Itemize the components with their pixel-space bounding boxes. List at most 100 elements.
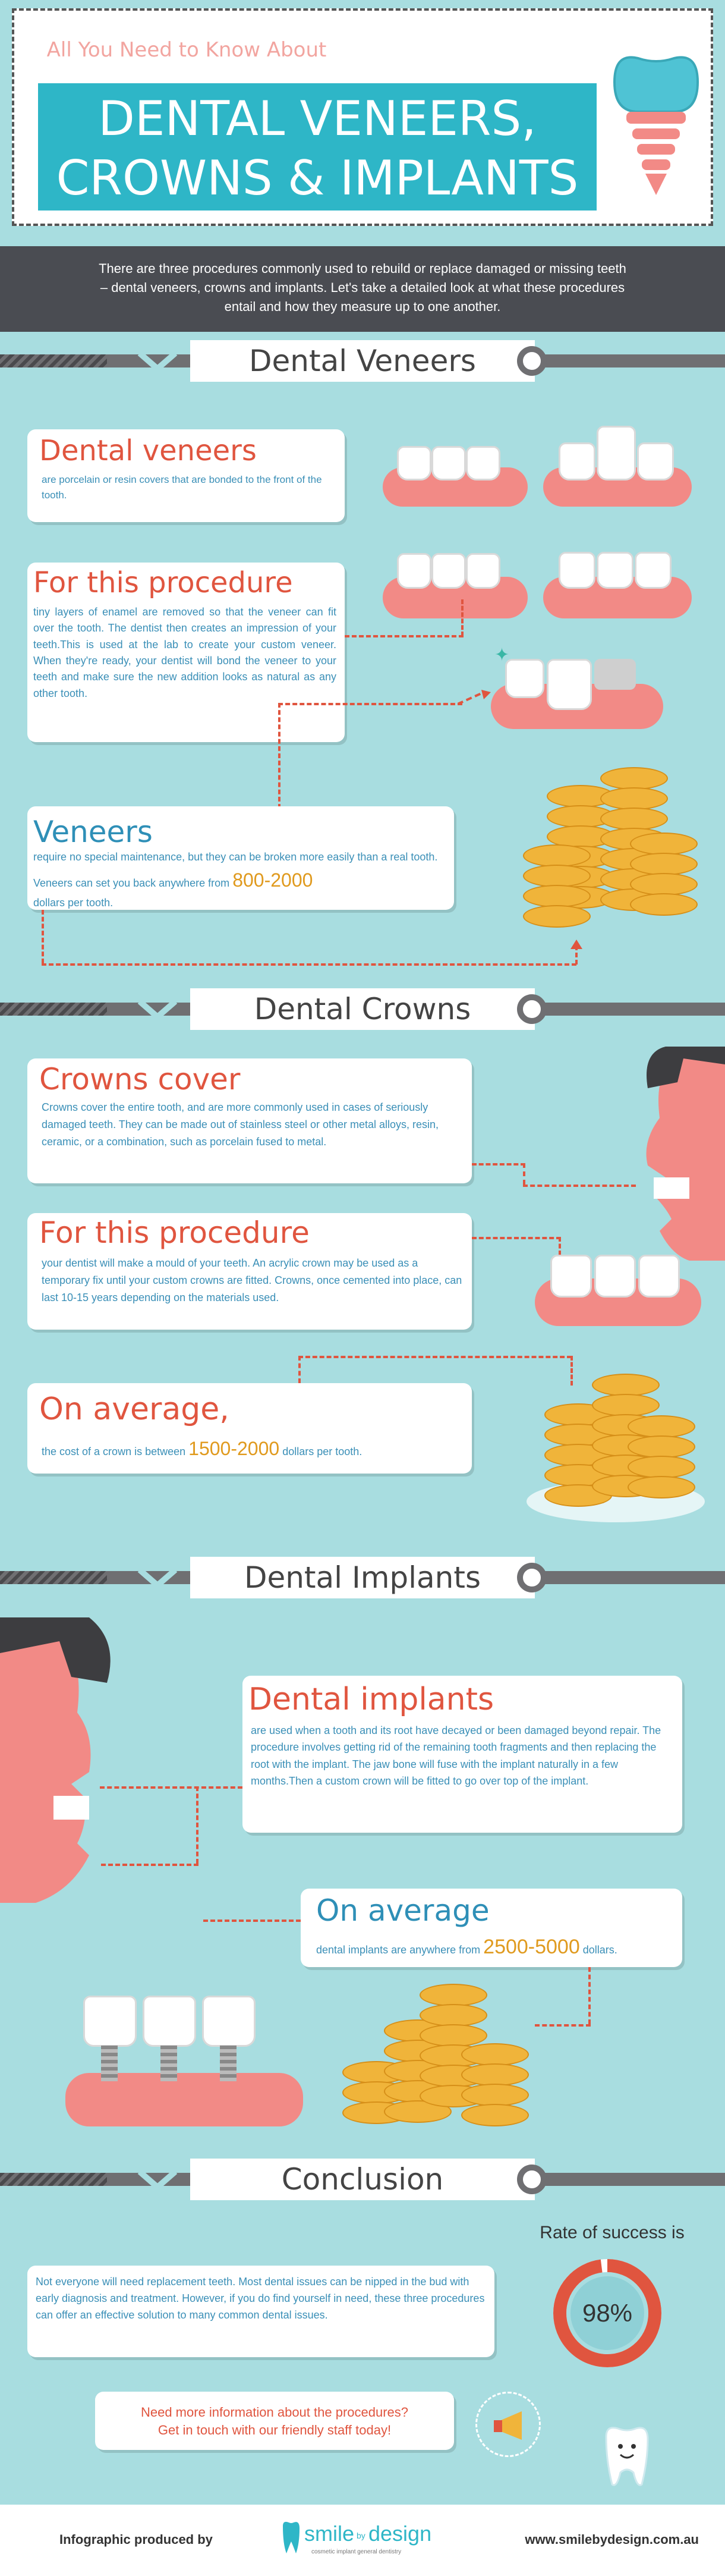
toggle-knob-icon: [517, 346, 547, 376]
veneer-tooth-illustration: [547, 659, 592, 710]
veneers-procedure-card: For this procedure tiny layers of enamel…: [27, 563, 345, 742]
veneers-definition-card: Dental veneers are porcelain or resin co…: [27, 429, 345, 522]
cta-card[interactable]: Need more information about the procedur…: [95, 2392, 454, 2450]
success-rate-value: 98%: [582, 2299, 632, 2327]
card-body: your dentist will make a mould of your t…: [42, 1257, 462, 1303]
crowns-cost-card: On average, the cost of a crown is betwe…: [27, 1383, 472, 1474]
section-banner-crowns: Dental Crowns: [0, 988, 725, 1030]
implant-icon: [613, 56, 699, 195]
megaphone-icon: [475, 2392, 541, 2457]
veneers-cost-card: Veneers require no special maintenance, …: [27, 806, 454, 910]
header-box: All You Need to Know About DENTAL VENEER…: [12, 8, 713, 226]
section-title: Dental Crowns: [190, 988, 535, 1030]
section-title: Dental Implants: [190, 1557, 535, 1598]
card-body-text: dollars per tooth.: [33, 897, 114, 909]
toggle-knob-icon: [517, 2165, 547, 2194]
crowns-definition-card: Crowns cover Crowns cover the entire too…: [27, 1058, 472, 1183]
card-title: For this procedure: [33, 566, 293, 599]
cta-line2: Get in touch with our friendly staff tod…: [157, 2423, 392, 2437]
price-range: 2500-5000: [483, 1936, 580, 1958]
chevron-down-icon: [137, 999, 178, 1019]
chevron-down-icon: [137, 1567, 178, 1588]
veneer-cover-illustration: [594, 659, 636, 690]
coin-stack-illustration: [523, 767, 701, 934]
card-body: are used when a tooth and its root have …: [251, 1724, 661, 1788]
sparkle-icon: ✦: [494, 645, 510, 665]
website-link[interactable]: www.smilebydesign.com.au: [525, 2532, 699, 2547]
header-title-line1: DENTAL VENEERS,: [98, 91, 537, 146]
price-range: 800-2000: [232, 869, 313, 891]
card-body-text: the cost of a crown is between: [42, 1446, 186, 1457]
tooth-illustration: [466, 446, 500, 480]
implant-tooth-illustration: [143, 1996, 196, 2081]
conclusion-card: Not everyone will need replacement teeth…: [27, 2266, 494, 2357]
tooth-illustration: [397, 446, 431, 480]
crown-tooth-illustration: [594, 1255, 636, 1298]
section-title: Dental Veneers: [190, 340, 535, 382]
produced-by-text: Infographic produced by: [59, 2532, 213, 2547]
intro-band: There are three procedures commonly used…: [0, 246, 725, 332]
card-body: tiny layers of enamel are removed so tha…: [33, 606, 336, 699]
cta-line1: Need more information about the procedur…: [140, 2405, 409, 2420]
chevron-down-icon: [137, 2169, 178, 2189]
card-body: the cost of a crown is between 1500-2000…: [42, 1434, 458, 1464]
crowns-procedure-card: For this procedure your dentist will mak…: [27, 1213, 472, 1330]
card-body: Not everyone will need replacement teeth…: [36, 2276, 485, 2321]
logo-subtitle: cosmetic implant general dentistry: [311, 2549, 402, 2555]
tooth-illustration: [635, 552, 672, 589]
section-banner-implants: Dental Implants: [0, 1557, 725, 1598]
price-range: 1500-2000: [188, 1438, 280, 1459]
card-body-text: dental implants are anywhere from: [316, 1944, 481, 1956]
card-title: Dental implants: [248, 1682, 494, 1717]
implant-tooth-illustration: [202, 1996, 256, 2081]
tooth-illustration: [637, 442, 674, 480]
face-profile-illustration: [646, 1047, 725, 1261]
logo-word-smile: smile: [304, 2521, 355, 2546]
logo-tooth-icon: [283, 2521, 300, 2553]
section-banner-veneers: Dental Veneers: [0, 340, 725, 382]
tooth-illustration: [397, 553, 431, 589]
card-title: Crowns cover: [39, 1062, 241, 1097]
tooth-illustration: [550, 1255, 592, 1298]
arrow-up-icon: [570, 940, 582, 949]
tooth-illustration: [559, 442, 595, 480]
toggle-knob-icon: [517, 1563, 547, 1592]
tooth-illustration: [559, 552, 595, 589]
veneer-tooth-illustration: [597, 426, 636, 480]
card-body-text: require no special maintenance, but they…: [33, 851, 438, 889]
card-title: For this procedure: [39, 1215, 310, 1250]
gum-illustration: [65, 2073, 303, 2126]
card-title: On average,: [39, 1391, 229, 1427]
card-body: dental implants are anywhere from 2500-5…: [316, 1931, 679, 1963]
logo-word-design: design: [368, 2521, 432, 2546]
card-body: are porcelain or resin covers that are b…: [42, 474, 322, 501]
card-title: Dental veneers: [39, 434, 257, 467]
section-banner-conclusion: Conclusion: [0, 2159, 725, 2200]
toggle-knob-icon: [517, 994, 547, 1024]
tooth-illustration: [466, 553, 500, 589]
section-title: Conclusion: [190, 2159, 535, 2200]
footer: Infographic produced by smile by design …: [0, 2505, 725, 2576]
tooth-illustration: [597, 552, 633, 589]
success-rate-label: Rate of success is: [540, 2223, 685, 2242]
coin-stack-illustration: [527, 1368, 705, 1522]
tooth-illustration: [505, 659, 544, 698]
card-body: Crowns cover the entire tooth, and are m…: [42, 1101, 439, 1148]
implants-cost-card: On average dental implants are anywhere …: [301, 1889, 682, 1967]
intro-text: There are three procedures commonly used…: [99, 261, 626, 314]
card-body: require no special maintenance, but they…: [33, 849, 449, 912]
success-rate-gauge: 98%: [553, 2259, 661, 2367]
tooth-illustration: [431, 446, 466, 480]
logo-word-by: by: [357, 2531, 365, 2540]
arrow-icon: [458, 690, 491, 705]
tooth-illustration: [431, 553, 466, 589]
header-title-band: DENTAL VENEERS, CROWNS & IMPLANTS: [38, 83, 597, 211]
card-title: Veneers: [33, 815, 153, 849]
header-pretitle: All You Need to Know About: [46, 38, 327, 62]
company-logo[interactable]: smile by design cosmetic implant general…: [279, 2517, 440, 2564]
implant-tooth-illustration: [83, 1996, 137, 2081]
face-profile-illustration: [0, 1617, 111, 1903]
tooth-illustration: [638, 1255, 680, 1298]
chevron-down-icon: [137, 351, 178, 371]
card-body-text: dollars per tooth.: [282, 1446, 363, 1457]
